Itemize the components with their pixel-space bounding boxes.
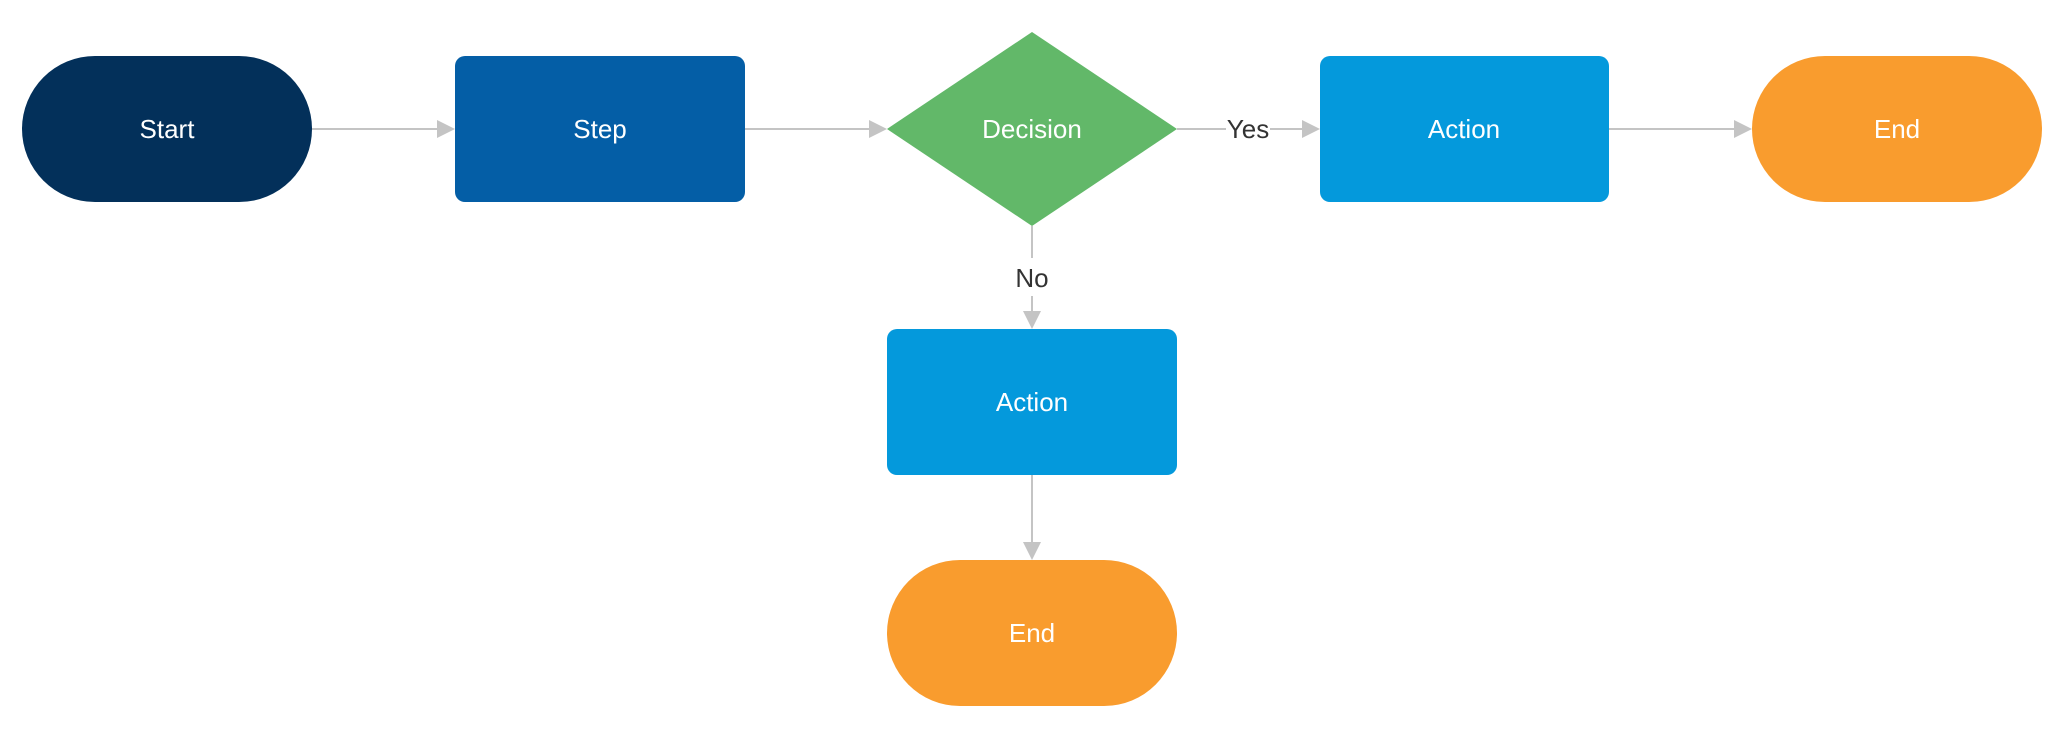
arrowhead bbox=[869, 120, 887, 138]
node-end-no[interactable]: End bbox=[887, 560, 1177, 706]
edge-label-yes: Yes bbox=[1227, 114, 1269, 144]
edge-label-no: No bbox=[1015, 263, 1048, 293]
edge-decision-to-action-yes: Yes bbox=[1177, 114, 1320, 144]
node-step[interactable]: Step bbox=[455, 56, 745, 202]
edge-action-yes-to-end-yes bbox=[1609, 120, 1752, 138]
edge-action-no-to-end-no bbox=[1023, 475, 1041, 560]
node-start[interactable]: Start bbox=[22, 56, 312, 202]
node-action-no[interactable]: Action bbox=[887, 329, 1177, 475]
arrowhead bbox=[1302, 120, 1320, 138]
node-action-yes[interactable]: Action bbox=[1320, 56, 1609, 202]
node-end-yes-label: End bbox=[1874, 114, 1920, 144]
node-start-label: Start bbox=[140, 114, 196, 144]
node-action-yes-label: Action bbox=[1428, 114, 1500, 144]
edge-decision-to-action-no: No bbox=[1015, 226, 1049, 329]
node-decision-label: Decision bbox=[982, 114, 1082, 144]
edge-step-to-decision bbox=[745, 120, 887, 138]
edge-start-to-step bbox=[312, 120, 455, 138]
node-step-label: Step bbox=[573, 114, 627, 144]
arrowhead bbox=[437, 120, 455, 138]
node-action-no-label: Action bbox=[996, 387, 1068, 417]
arrowhead bbox=[1734, 120, 1752, 138]
node-end-no-label: End bbox=[1009, 618, 1055, 648]
node-decision[interactable]: Decision bbox=[887, 32, 1177, 226]
arrowhead bbox=[1023, 311, 1041, 329]
node-end-yes[interactable]: End bbox=[1752, 56, 2042, 202]
arrowhead bbox=[1023, 542, 1041, 560]
